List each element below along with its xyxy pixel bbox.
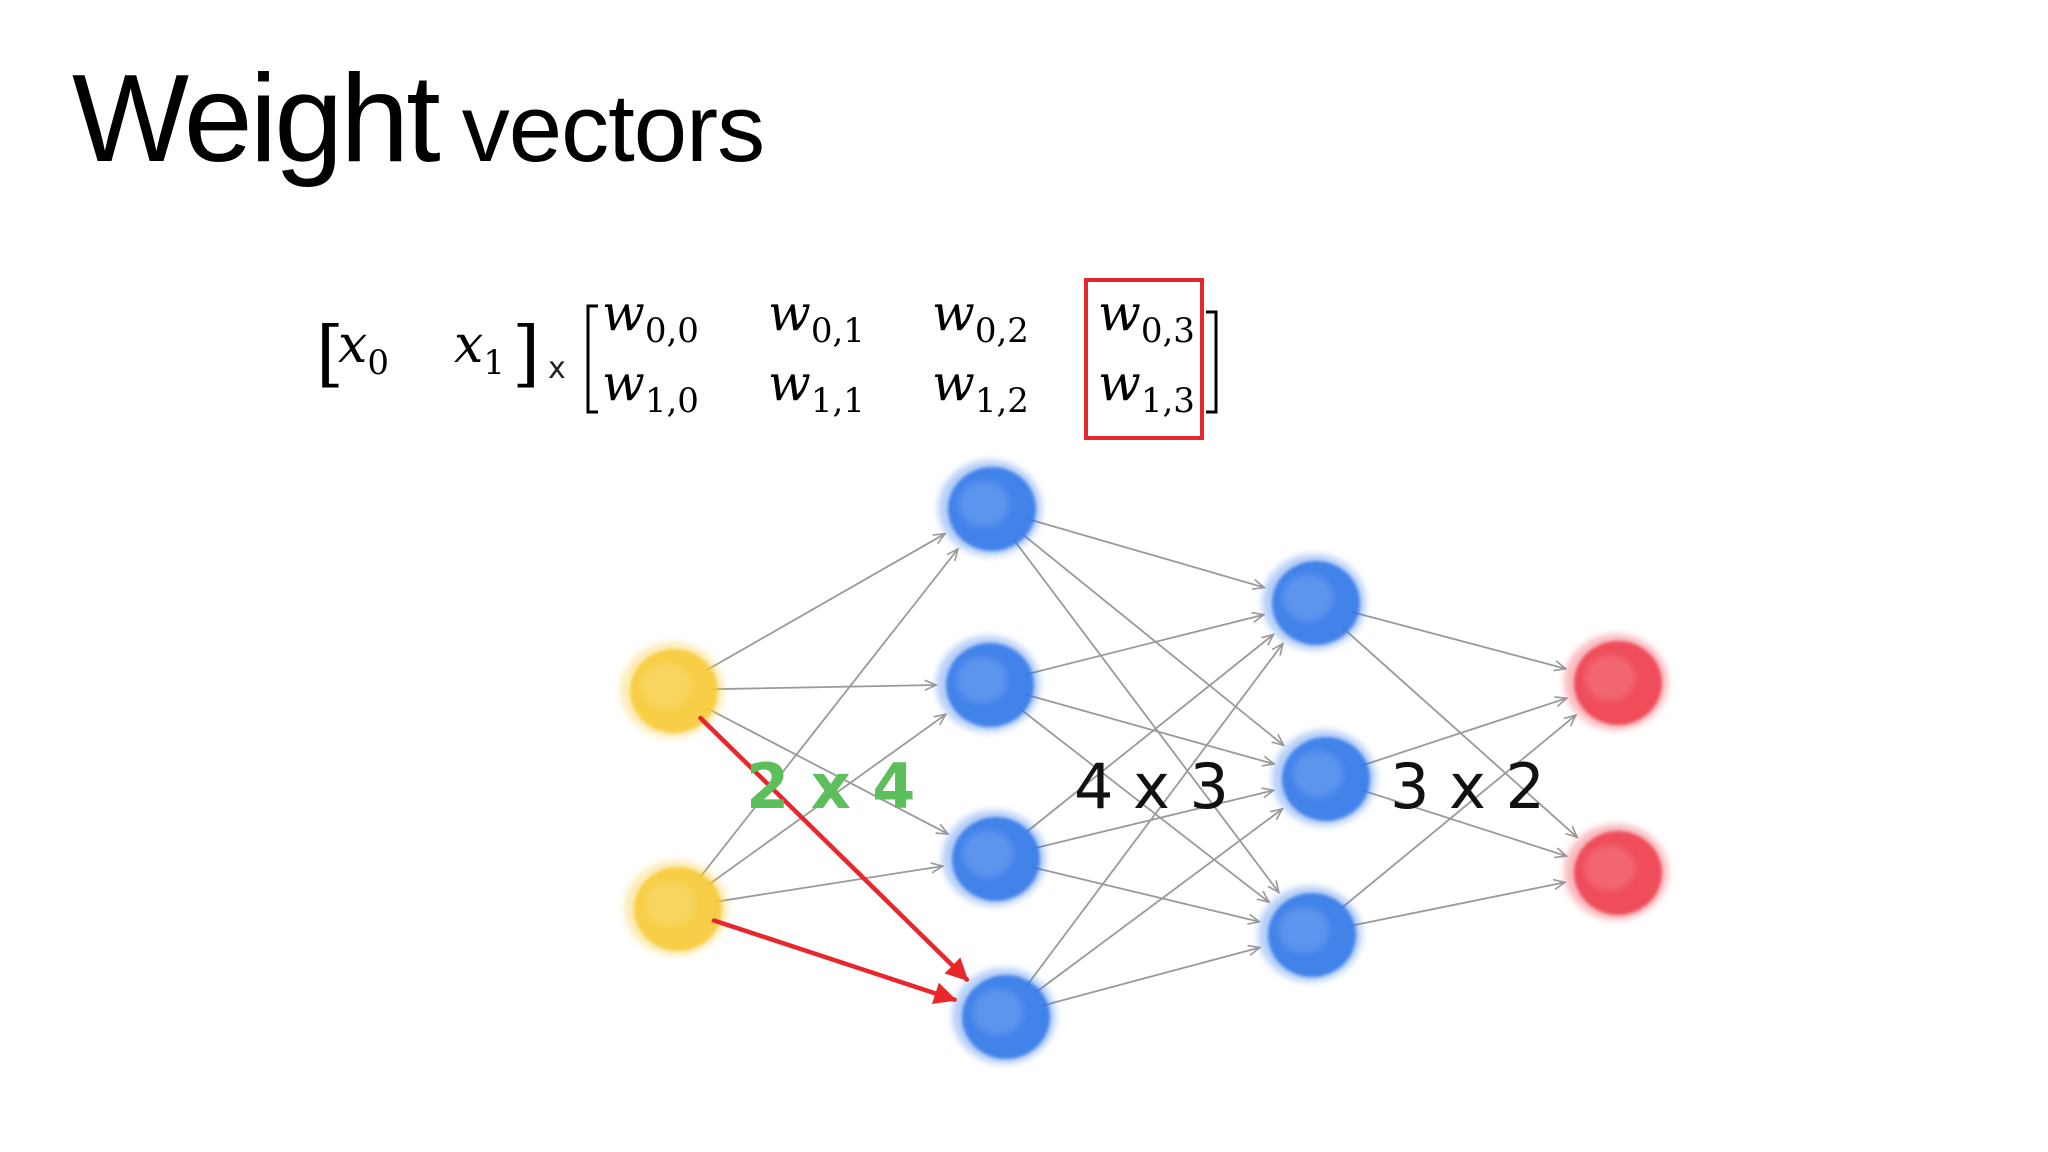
edge-0-0-0 [705, 534, 945, 671]
network-nodes [620, 460, 1668, 1064]
edge-2-0-0 [1351, 611, 1566, 669]
edge-1-0-1 [1020, 532, 1284, 745]
slide-title-main: Weight [72, 50, 441, 188]
node-1-2 [942, 810, 1046, 906]
matrix-left-bracket [586, 304, 598, 414]
layer-label-0: 2 x 4 [746, 750, 915, 823]
edge-1-2-2 [1032, 866, 1260, 921]
matrix-term-1-2: w1,2 [932, 354, 1029, 421]
input-term-1: x1 [454, 315, 505, 383]
node-0-1 [624, 860, 728, 956]
slide-title-rest: vectors [461, 75, 765, 182]
edge-1-3-2 [1041, 948, 1260, 1007]
node-2-0 [1262, 554, 1366, 650]
edge-1-1-0 [1025, 615, 1264, 676]
edge-0-0-1 [711, 685, 936, 689]
matrix-term-0-1: w0,1 [768, 284, 865, 351]
matrix-term-1-0: w1,0 [602, 354, 699, 421]
edge-1-1-2 [1018, 707, 1269, 903]
edge-1-1-1 [1025, 693, 1274, 764]
network-edges [699, 518, 1577, 1007]
matrix-term-0-2: w0,2 [932, 284, 1029, 351]
input-term-0: x0 [338, 315, 389, 383]
layer-label-1: 4 x 3 [1074, 750, 1229, 823]
matrix-term-0-3: w0,3 [1098, 284, 1195, 351]
node-1-3 [952, 968, 1056, 1064]
edge-0-1-1 [707, 714, 946, 886]
highlight-column-box [1084, 278, 1204, 440]
edge-1-0-2 [1013, 539, 1279, 892]
node-2-2 [1258, 886, 1362, 982]
layer-size-labels: 2 x 4 4 x 3 3 x 2 [746, 750, 1545, 823]
edge-2-1-0 [1361, 698, 1567, 767]
matrix-right-bracket [1206, 310, 1218, 414]
edge-1-3-1 [1035, 809, 1282, 993]
edge-0-1-0 [699, 549, 958, 878]
weight-equation: [] x0 x1 x w0,0 w0,1 w0,2 w0,3 w1,0 w1,1 w1,2 w1,3 [316, 278, 1218, 440]
matrix-term-1-3: w1,3 [1098, 354, 1195, 421]
node-3-1 [1564, 824, 1668, 920]
layer-label-2: 3 x 2 [1390, 750, 1545, 823]
edge-2-1-1 [1361, 789, 1566, 856]
highlight-edge-0-1-3 [711, 918, 957, 1005]
edge-2-2-1 [1348, 882, 1565, 927]
highlight-edge-0-0-3 [698, 715, 970, 982]
matrix-term-1-1: w1,1 [768, 354, 865, 421]
highlighted-edges [698, 715, 970, 1005]
times-sign: x [548, 351, 566, 386]
node-2-1 [1272, 730, 1376, 826]
vector-right-bracket: ] [512, 311, 540, 395]
edge-2-2-0 [1340, 715, 1576, 910]
edge-1-0-0 [1027, 518, 1264, 587]
edge-0-1-2 [714, 866, 943, 903]
edge-1-3-0 [1027, 644, 1283, 985]
vector-left-bracket: [ [316, 311, 344, 395]
node-1-0 [938, 460, 1042, 556]
node-1-1 [936, 636, 1040, 732]
node-3-0 [1564, 634, 1668, 730]
edge-1-2-0 [1024, 635, 1273, 834]
node-0-0 [620, 642, 724, 738]
edge-0-0-2 [706, 707, 948, 834]
edge-1-2-1 [1032, 790, 1274, 850]
matrix-term-0-0: w0,0 [602, 284, 699, 351]
